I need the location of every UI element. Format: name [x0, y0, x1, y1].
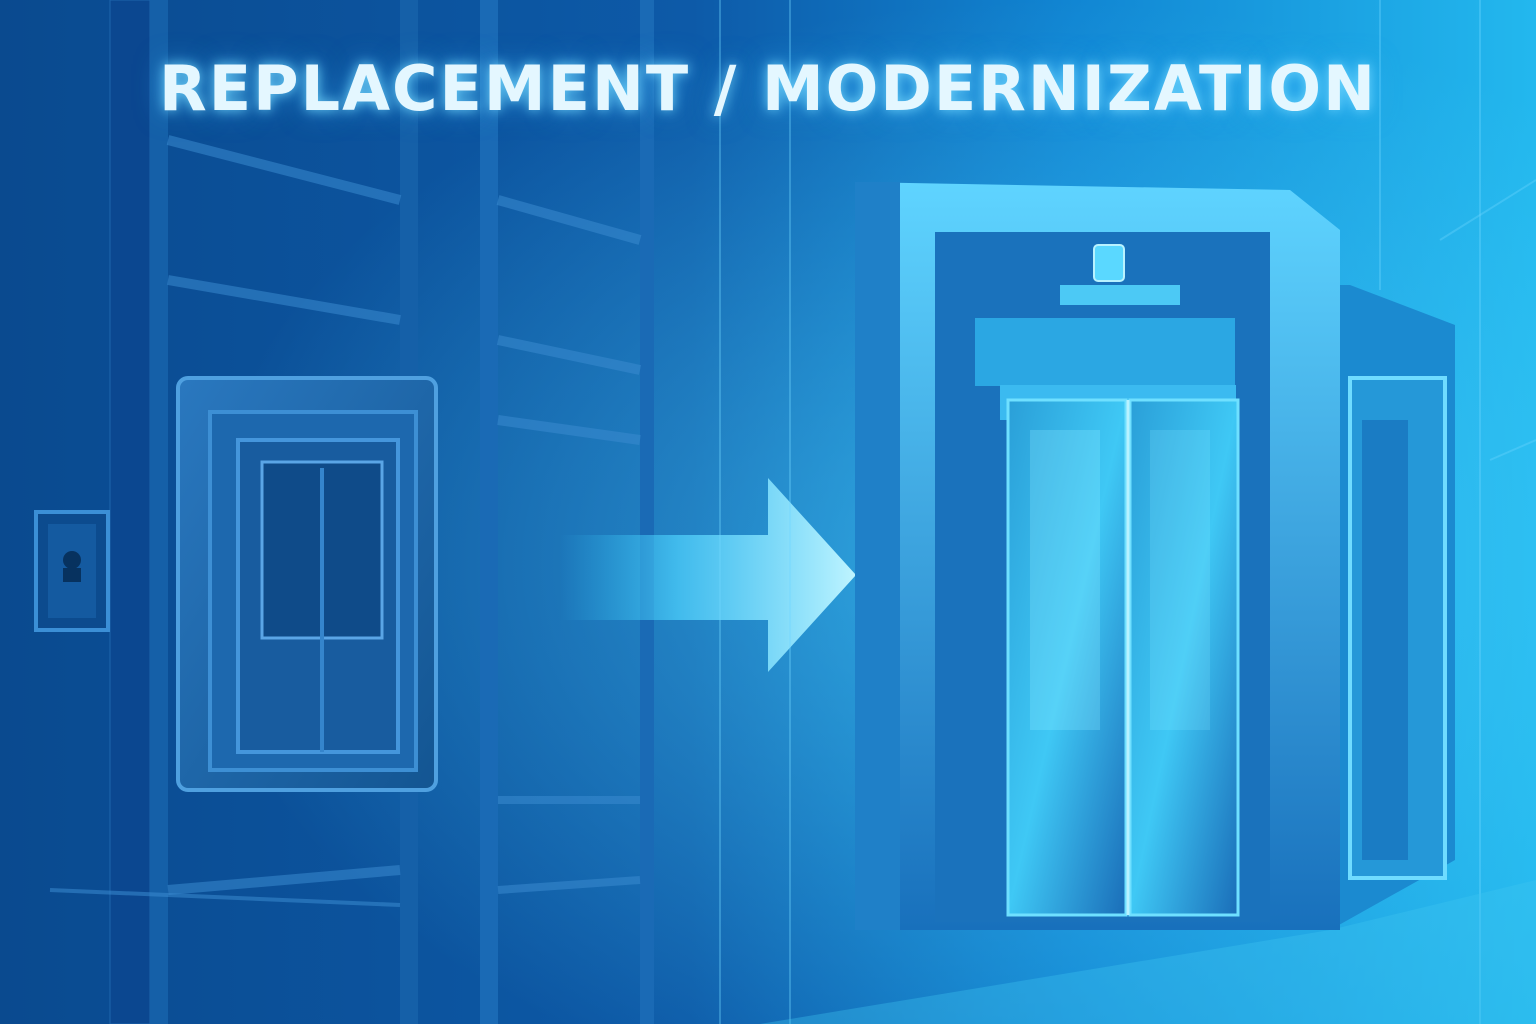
modern-elevator-icon — [760, 182, 1536, 1024]
old-elevator-door-icon — [176, 376, 438, 792]
arrow-right-icon — [560, 478, 856, 672]
headline-title: REPLACEMENT / MODERNIZATION — [159, 52, 1377, 125]
call-button-panel-icon — [34, 510, 110, 632]
